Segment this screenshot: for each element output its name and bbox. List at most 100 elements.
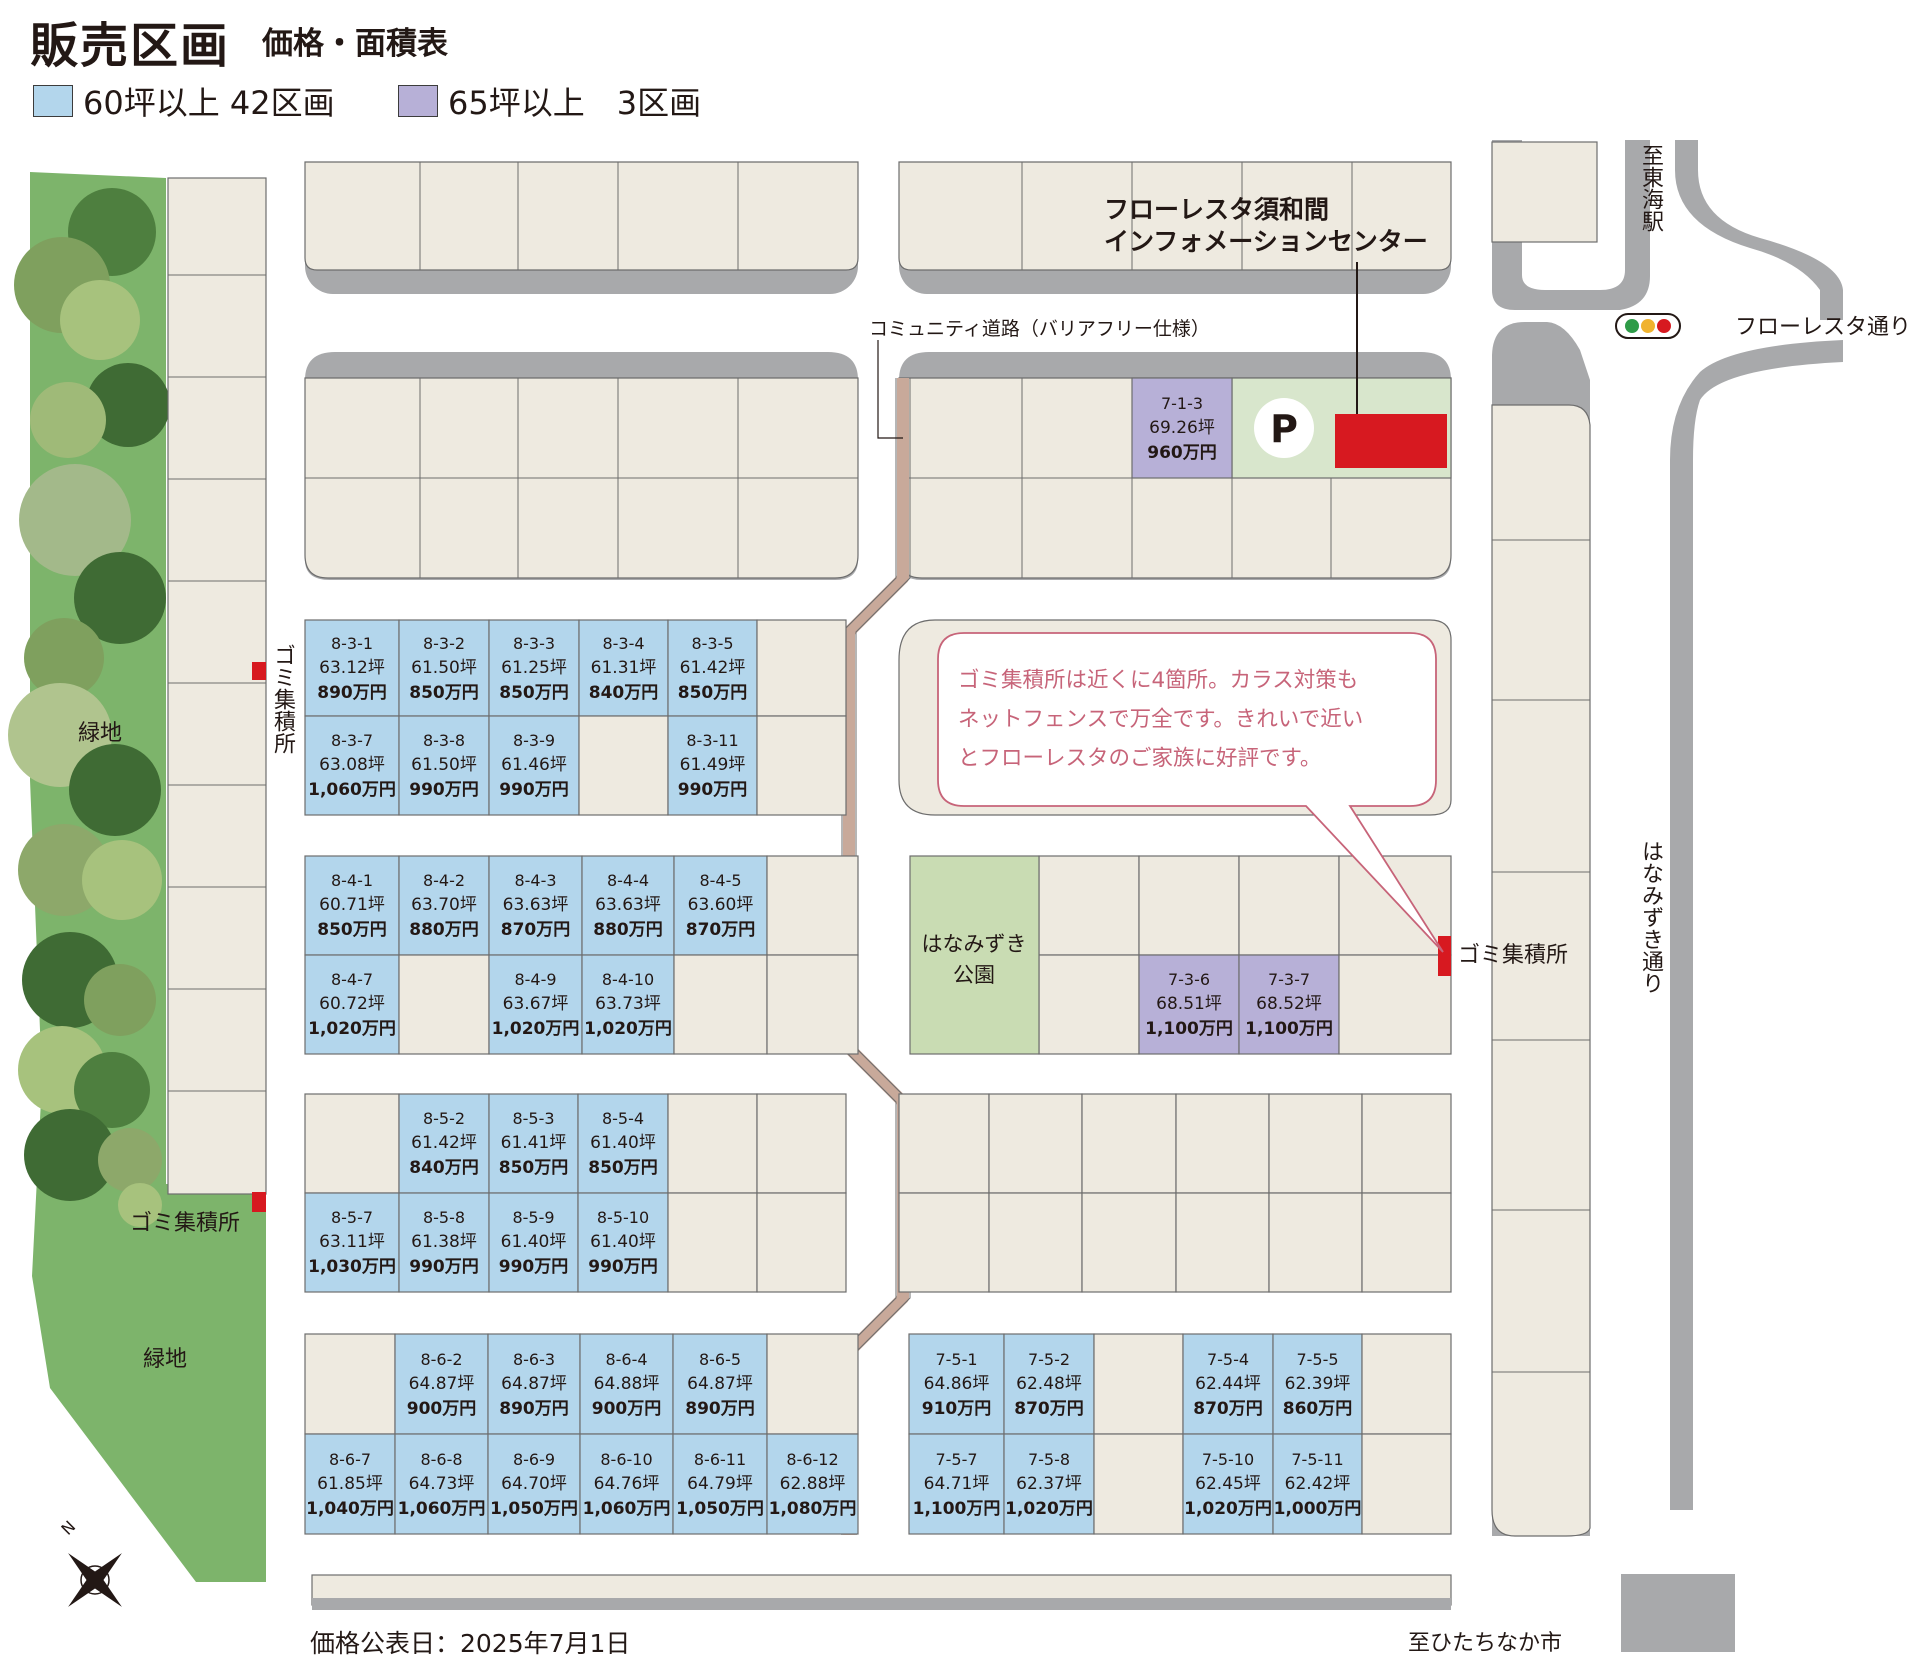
lot-price: 850万円 [499,682,569,703]
left-lot-column [167,177,267,1195]
lot-price: 1,020万円 [1184,1498,1272,1519]
lot-price: 990万円 [409,1257,479,1277]
info-center-label-2: インフォメーションセンター [1104,227,1428,256]
lot-price: 870万円 [685,920,756,940]
lot-price: 960万円 [1147,442,1217,463]
lot-shape-8-3-9 [488,715,580,816]
lot-id: 8-3-11 [686,731,739,750]
lot-area: 64.87坪 [408,1373,475,1394]
lot-shape-8-5-4 [577,1093,669,1194]
lot-area: 61.85坪 [317,1473,383,1494]
lot-area: 61.40坪 [590,1232,656,1252]
lot-shape-8-4-4 [581,855,675,956]
garbage-right-label: ゴミ集積所 [1458,943,1568,968]
lot-shape-8-6-2 [394,1333,489,1435]
lot-id: 8-6-4 [605,1349,648,1369]
lot-area: 64.70坪 [501,1473,567,1494]
lot-shape-7-3-7 [1238,954,1340,1055]
lot-id: 8-3-2 [422,633,466,653]
lot-shape-8-3-4 [578,619,669,717]
lot-id: 7-5-5 [1296,1349,1339,1369]
lot-id: 8-4-7 [330,970,374,989]
lot-id: 8-4-3 [514,871,557,890]
lot-shape-8-6-10 [579,1433,674,1535]
legend-purple: 65坪以上 3区画 [398,84,701,122]
lot-area: 63.70坪 [411,895,477,915]
legend-blue-label: 60坪以上 42区画 [83,84,335,122]
lot-shape-8-4-7 [304,954,400,1055]
lot-area: 63.63坪 [502,895,569,915]
unlisted-lot [1038,855,1140,956]
lot-id: 8-3-5 [691,633,734,653]
lot-area: 62.45坪 [1195,1473,1261,1494]
lot-id: 8-6-9 [512,1449,556,1469]
lot-area: 63.08坪 [319,755,385,775]
unlisted-lot [1038,954,1140,1055]
lot-shape-7-5-4 [1182,1333,1274,1435]
lot-price: 850万円 [317,920,387,940]
legend-blue-swatch [33,85,73,117]
lot-area: 64.79坪 [687,1473,753,1494]
lot-shape-8-4-10 [581,954,675,1055]
lot-price: 870万円 [1193,1398,1263,1419]
lot-area: 68.52坪 [1256,994,1322,1014]
lot-price: 890万円 [317,682,387,703]
unlisted-lot [756,619,847,717]
lot-area: 62.39坪 [1284,1373,1351,1394]
unlisted-lot [1238,855,1340,956]
lot-area: 61.38坪 [411,1232,477,1252]
garbage-marker-3 [1438,936,1451,976]
lot-area: 62.37坪 [1016,1473,1082,1494]
unlisted-lot [304,1333,396,1435]
lot-area: 61.42坪 [411,1133,477,1153]
lot-grid [304,619,1452,1535]
lot-area: 60.72坪 [319,994,385,1014]
